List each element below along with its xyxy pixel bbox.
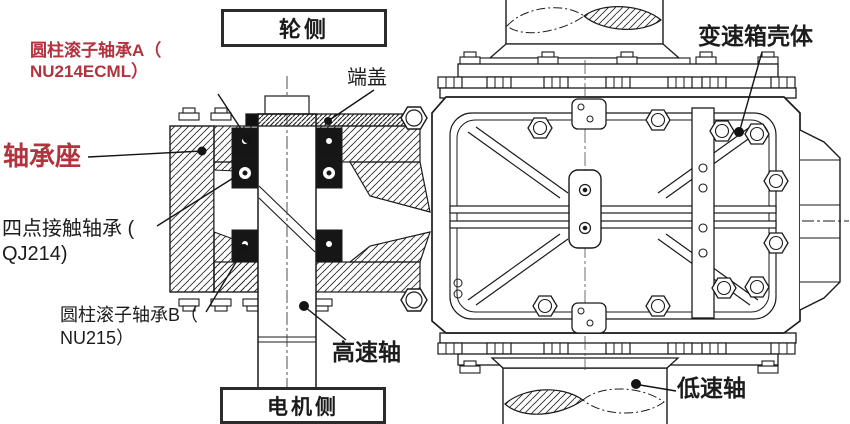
motor-side-box: 电机侧 [220, 387, 386, 424]
four-point-bearing-label: 四点接触轴承 ( QJ214) [2, 218, 135, 265]
gearbox-bottom-flange [437, 332, 797, 374]
bearing-b-label: 圆柱滚子轴承B（ NU215） [60, 305, 199, 348]
dot-high-speed-shaft [299, 301, 309, 311]
bearing-seat-section [169, 107, 431, 312]
dot-low-speed-shaft [631, 379, 641, 389]
leader-bearing-a [217, 93, 248, 139]
leader-gearbox-housing [738, 51, 763, 134]
dot-bearing-b [240, 244, 248, 252]
low-speed-shaft-label: 低速轴 [677, 375, 746, 401]
dot-end-cover [324, 117, 332, 125]
motor-side-label: 电机侧 [267, 395, 339, 419]
gearbox-housing-body [431, 60, 801, 370]
top-shaft [477, 0, 691, 66]
bearing-housing-assembly [169, 76, 431, 404]
high-speed-shaft-label: 高速轴 [332, 339, 401, 365]
end-cover-label: 端盖 [347, 67, 387, 89]
high-speed-shaft [257, 95, 317, 404]
gearbox-right-end [691, 107, 849, 319]
leader-bearing-seat [87, 150, 203, 158]
wheel-side-label: 轮侧 [278, 17, 329, 42]
dot-bearing-a [243, 135, 251, 143]
leader-bearing-b [205, 248, 245, 313]
leader-high-speed-shaft [304, 306, 347, 341]
dot-bearing-seat [197, 146, 207, 156]
leader-four-point-bearing [156, 174, 239, 227]
leader-low-speed-shaft [639, 384, 677, 392]
leader-lines [87, 51, 763, 392]
dot-gearbox-housing [734, 127, 744, 137]
adapter-bolts [400, 106, 428, 312]
bearing-seat-label: 轴承座 [3, 141, 82, 171]
gearbox-housing-label: 变速箱壳体 [698, 23, 813, 49]
bearing-a-label: 圆柱滚子轴承A（ NU214ECML） [30, 41, 162, 82]
leader-end-cover [327, 89, 375, 122]
bearing-qj214-four-point [231, 157, 343, 189]
wheel-side-box: 轮侧 [221, 9, 387, 47]
gearbox-assembly [431, 0, 849, 424]
